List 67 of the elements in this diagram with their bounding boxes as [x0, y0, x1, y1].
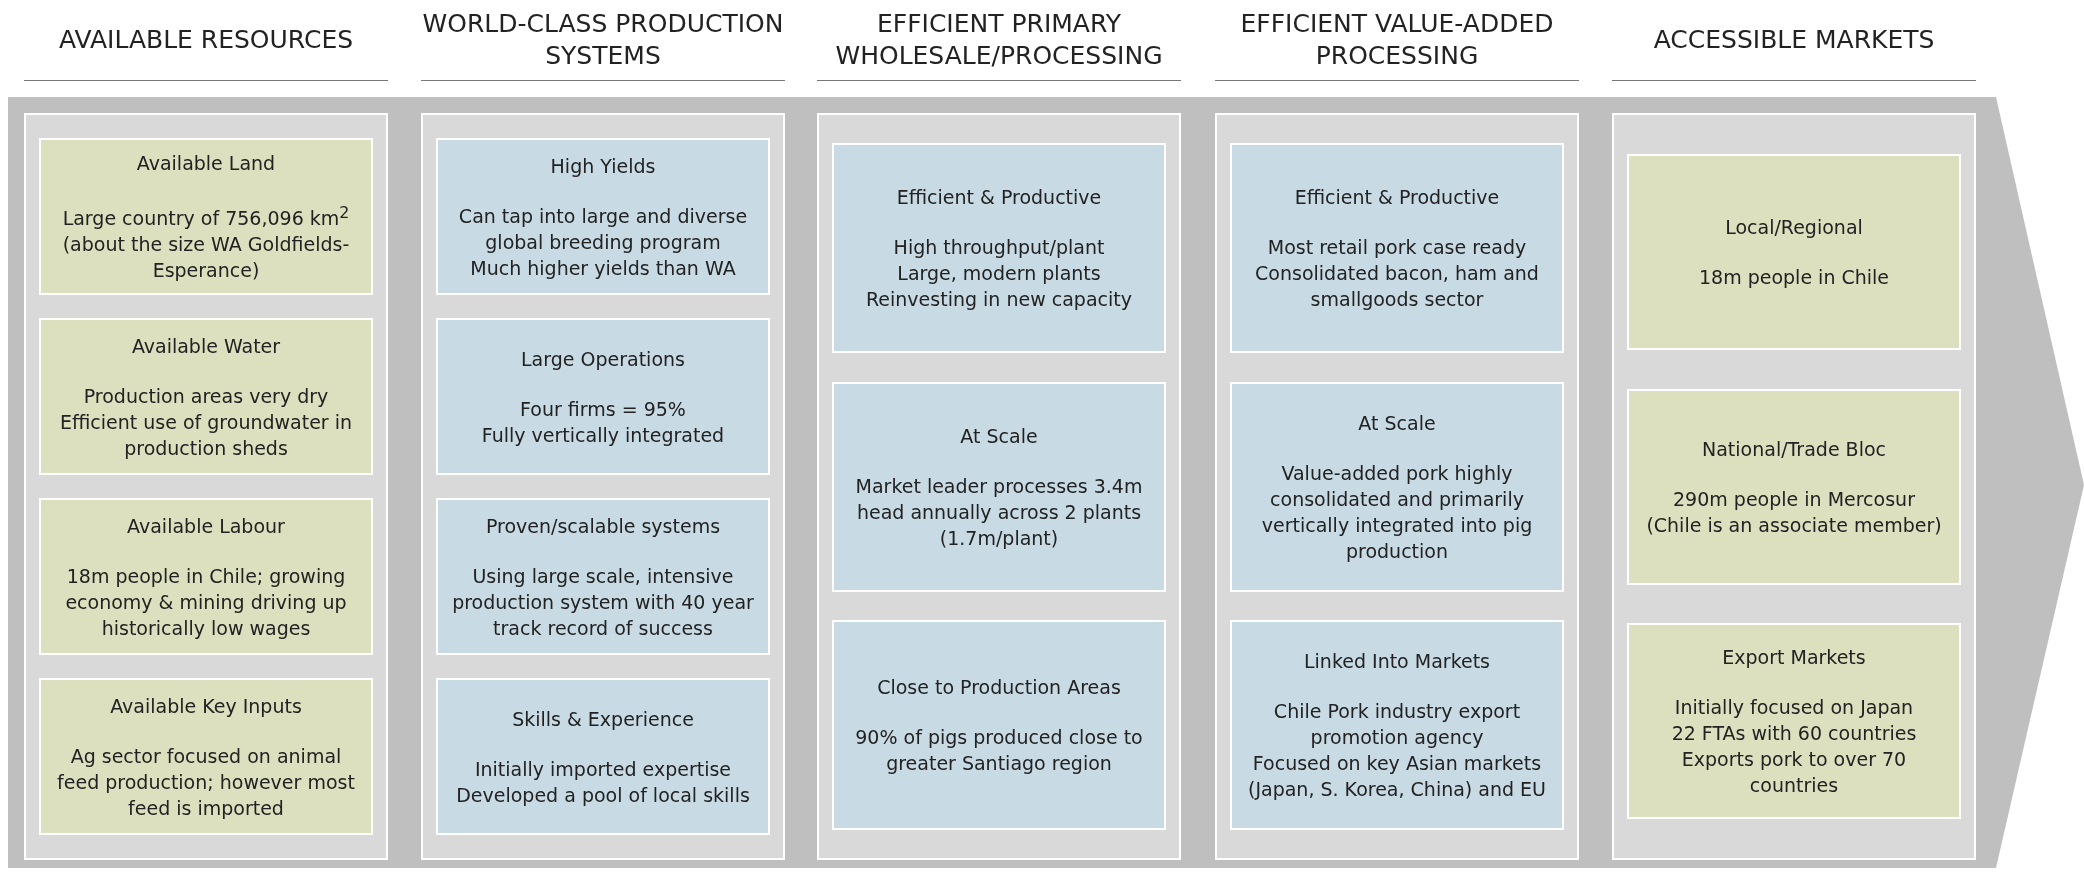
info-box — [832, 143, 1166, 354]
column-heading: AVAILABLE RESOURCES — [57, 24, 355, 56]
box-title: Efficient & Productive — [896, 185, 1102, 211]
box-title: Large Operations — [521, 346, 685, 372]
info-box — [436, 498, 770, 655]
info-box — [39, 498, 373, 655]
box-title: Linked Into Markets — [1304, 648, 1490, 674]
box-title: Efficient & Productive — [1294, 185, 1500, 211]
box-title: Export Markets — [1722, 645, 1866, 671]
box-text: Efficient use of groundwater in production sheds — [58, 409, 354, 461]
box-title: Close to Production Areas — [877, 674, 1121, 700]
box-title: National/Trade Bloc — [1702, 436, 1886, 462]
box-title: Available Labour — [127, 513, 285, 539]
box-text: 290m people in Mercosur — [1673, 486, 1915, 512]
box-text: (Chile is an associate member) — [1646, 512, 1942, 538]
box-title: Local/Regional — [1725, 214, 1863, 240]
info-box — [1230, 381, 1564, 592]
info-box — [832, 619, 1166, 830]
box-text: High throughput/plant — [893, 235, 1105, 261]
box-text: Initially imported expertise — [474, 756, 732, 782]
box-title: High Yields — [550, 153, 656, 179]
box-title: Available Land — [136, 150, 276, 176]
info-box — [1627, 623, 1961, 820]
box-title: Available Water — [131, 333, 281, 359]
info-box — [832, 381, 1166, 592]
column-heading: WORLD-CLASS PRODUCTION SYSTEMS — [421, 8, 785, 72]
info-box — [39, 318, 373, 475]
box-text: 18m people in Chile; growing economy & mining driving up historically low wages — [64, 563, 348, 641]
info-box — [39, 678, 373, 835]
box-text: Most retail pork case ready — [1267, 235, 1527, 261]
box-text: Exports pork to over 70 countries — [1680, 747, 1908, 799]
box-text: 90% of pigs produced close to greater Santiago region — [854, 724, 1144, 776]
info-box — [1230, 143, 1564, 354]
box-text: Value-added pork highly consolidated and primarily vertically integrated into pig production — [1260, 460, 1534, 564]
box-title: Skills & Experience — [512, 706, 694, 732]
box-text: Chile Pork industry export promotion agency — [1272, 698, 1522, 750]
info-box — [436, 318, 770, 475]
info-box — [1627, 388, 1961, 585]
box-text: Production areas very dry — [83, 383, 329, 409]
box-text: Large, modern plants — [897, 261, 1101, 287]
box-text: 22 FTAs with 60 countries — [1671, 721, 1917, 747]
box-text: Reinvesting in new capacity — [866, 287, 1132, 313]
column-heading: ACCESSIBLE MARKETS — [1652, 24, 1936, 56]
box-title: At Scale — [960, 423, 1038, 449]
box-text: Ag sector focused on animal feed production; however most feed is imported — [56, 743, 356, 821]
box-text: 18m people in Chile — [1698, 264, 1890, 290]
box-title: At Scale — [1358, 410, 1436, 436]
info-box — [39, 138, 373, 295]
box-text: Market leader processes 3.4m head annually across 2 plants (1.7m/plant) — [854, 473, 1144, 551]
box-text: Four firms = 95% — [520, 396, 686, 422]
box-text: Focused on key Asian markets (Japan, S. Korea, China) and EU — [1247, 750, 1547, 802]
column-heading: EFFICIENT VALUE-ADDED PROCESSING — [1239, 8, 1555, 72]
box-text: Using large scale, intensive production system with 40 year track record of success — [451, 563, 755, 641]
box-text: Fully vertically integrated — [481, 422, 725, 448]
info-box — [1627, 153, 1961, 350]
box-text: Much higher yields than WA — [470, 255, 736, 281]
box-text: Consolidated bacon, ham and smallgoods sector — [1254, 261, 1540, 313]
box-text: Developed a pool of local skills — [456, 782, 750, 808]
box-title: Available Key Inputs — [110, 693, 302, 719]
info-box — [1230, 619, 1564, 830]
info-box — [436, 138, 770, 295]
box-title: Proven/scalable systems — [485, 513, 721, 539]
info-box — [436, 678, 770, 835]
column-heading: EFFICIENT PRIMARY WHOLESALE/PROCESSING — [834, 8, 1164, 72]
box-text: Can tap into large and diverse global breeding program — [457, 203, 749, 255]
box-text: Large country of 756,096 km$^{2}$ (about the size WA Goldfields-Esperance) — [61, 201, 351, 284]
box-text: Initially focused on Japan — [1674, 695, 1914, 721]
